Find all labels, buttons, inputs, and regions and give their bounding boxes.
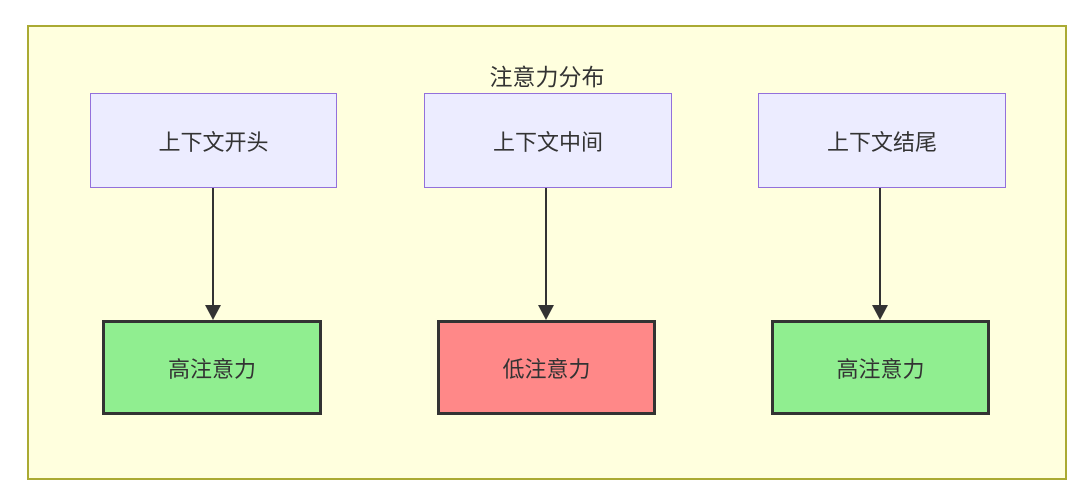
node-high-attention-1: 高注意力 (102, 320, 322, 415)
arrow-context-end-to-high (872, 188, 888, 320)
node-low-attention: 低注意力 (437, 320, 656, 415)
arrow-line (212, 188, 214, 306)
node-context-end: 上下文结尾 (758, 93, 1006, 188)
arrow-context-start-to-high (205, 188, 221, 320)
node-high-attention-2: 高注意力 (771, 320, 990, 415)
node-context-middle: 上下文中间 (424, 93, 672, 188)
arrowhead-down-icon (538, 305, 554, 320)
arrow-line (879, 188, 881, 306)
arrowhead-down-icon (872, 305, 888, 320)
arrowhead-down-icon (205, 305, 221, 320)
node-context-start: 上下文开头 (90, 93, 337, 188)
diagram-title: 注意力分布 (489, 64, 605, 90)
arrow-line (545, 188, 547, 306)
arrow-context-middle-to-low (538, 188, 554, 320)
